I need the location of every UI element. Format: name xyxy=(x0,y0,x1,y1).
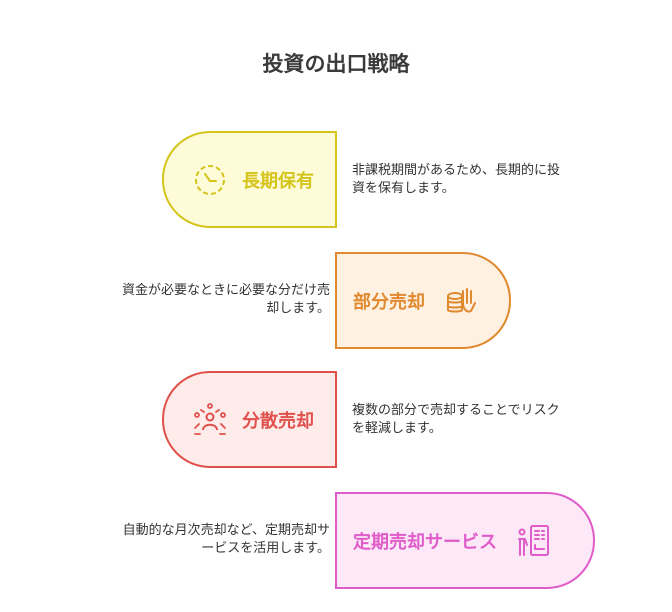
strategy-label: 長期保有 xyxy=(242,170,314,192)
clock-icon xyxy=(195,164,225,195)
strategy-card-partial-sale: 部分売却 xyxy=(335,252,511,349)
strategy-label: 部分売却 xyxy=(353,291,425,313)
strategy-label: 分散売却 xyxy=(242,410,314,432)
strategy-description: 自動的な月次売却など、定期売却サービスを活用します。 xyxy=(122,523,330,556)
strategy-card-regular-sale-service: 定期売却サービス xyxy=(335,492,595,589)
diagram-title: 投資の出口戦略 xyxy=(262,52,410,76)
strategy-label: 定期売却サービス xyxy=(353,531,497,553)
vending-machine-icon xyxy=(518,524,549,556)
strategy-description: 複数の部分で売却することでリスクを軽減します。 xyxy=(352,403,560,436)
strategy-description: 資金が必要なときに必要な分だけ売却します。 xyxy=(121,283,330,316)
strategy-card-distributed-sale: 分散売却 xyxy=(162,371,337,468)
hand-coins-icon xyxy=(447,287,476,312)
people-network-icon xyxy=(194,402,226,435)
strategy-card-long-term-hold: 長期保有 xyxy=(162,131,337,228)
strategy-description: 非課税期間があるため、長期的に投資を保有します。 xyxy=(352,163,561,196)
